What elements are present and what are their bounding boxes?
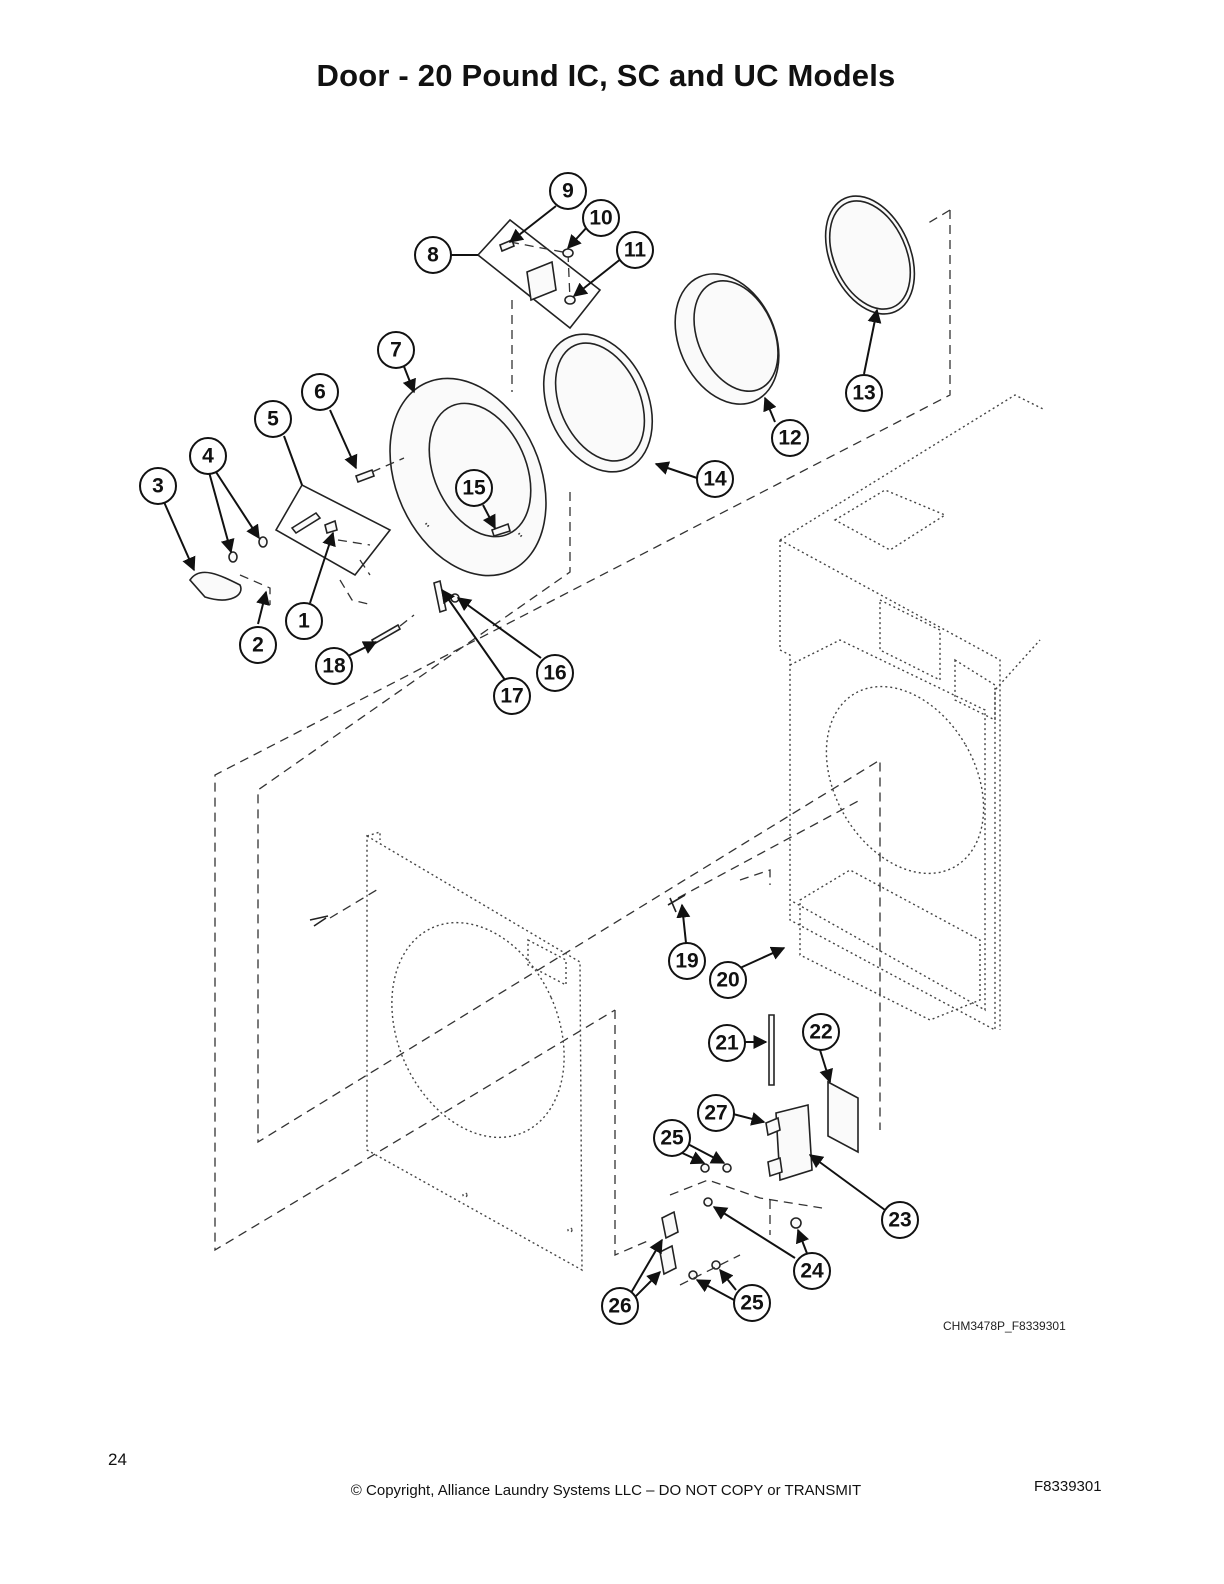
callout-12: 12 — [771, 419, 809, 457]
callout-26: 26 — [601, 1287, 639, 1325]
callout-15: 15 — [455, 469, 493, 507]
callout-label: 12 — [778, 427, 801, 450]
machine-cabinet — [667, 394, 1046, 1032]
callout-21: 21 — [708, 1024, 746, 1062]
callout-label: 16 — [543, 662, 566, 685]
door-glass — [674, 273, 780, 405]
callout-label: 15 — [462, 477, 486, 500]
callout-label: 1 — [298, 610, 310, 633]
callout-label: 11 — [624, 239, 647, 262]
callout-27: 27 — [697, 1094, 735, 1132]
door-gasket — [542, 333, 654, 473]
callout-label: 5 — [267, 408, 279, 431]
callout-6: 6 — [301, 373, 339, 411]
callout-label: 14 — [703, 468, 727, 491]
callout-label: 6 — [314, 381, 326, 404]
callout-label: 8 — [427, 244, 439, 267]
front-panel — [309, 831, 583, 1272]
callout-8: 8 — [414, 236, 452, 274]
callout-label: 22 — [809, 1021, 832, 1044]
drawing-code: CHM3478P_F8339301 — [943, 1319, 1066, 1333]
callout-label: 2 — [252, 634, 264, 657]
callout-22: 22 — [802, 1013, 840, 1051]
callout-label: 18 — [322, 655, 346, 678]
callout-11: 11 — [616, 231, 654, 269]
leader-lines — [163, 205, 886, 1301]
hinge-bracket-box — [476, 218, 602, 330]
callout-label: 19 — [675, 950, 698, 973]
callout-label: 27 — [704, 1102, 727, 1125]
callout-label: 7 — [390, 339, 402, 362]
callout-10: 10 — [582, 199, 620, 237]
callout-17: 17 — [493, 677, 531, 715]
callout-1: 1 — [285, 602, 323, 640]
callout-label: 10 — [589, 207, 612, 230]
page-number: 24 — [108, 1450, 127, 1469]
callout-19: 19 — [668, 942, 706, 980]
callout-label: 25 — [660, 1127, 684, 1150]
callout-25: 25 — [733, 1284, 771, 1322]
callout-label: 25 — [740, 1292, 764, 1315]
callout-label: 4 — [202, 445, 214, 468]
callout-label: 26 — [608, 1295, 631, 1318]
retaining-ring — [824, 195, 916, 315]
callout-24: 24 — [793, 1252, 831, 1290]
assembly-outline — [214, 209, 951, 1256]
callout-9: 9 — [549, 172, 587, 210]
callout-label: 24 — [800, 1260, 824, 1283]
callout-25: 25 — [653, 1119, 691, 1157]
callout-label: 9 — [562, 180, 574, 203]
lock-assembly — [659, 1014, 859, 1286]
callout-13: 13 — [845, 374, 883, 412]
page-title: Door - 20 Pound IC, SC and UC Models — [316, 58, 896, 93]
callout-7: 7 — [377, 331, 415, 369]
callout-label: 17 — [500, 685, 523, 708]
document-code: F8339301 — [1034, 1478, 1102, 1495]
callout-2: 2 — [239, 626, 277, 664]
callout-label: 20 — [716, 969, 739, 992]
callout-label: 21 — [715, 1032, 739, 1055]
callout-label: 3 — [152, 475, 164, 498]
callout-label: 13 — [852, 382, 875, 405]
copyright-notice: © Copyright, Alliance Laundry Systems LL… — [350, 1482, 862, 1499]
callout-23: 23 — [881, 1201, 919, 1239]
handle-assembly — [188, 483, 392, 605]
callout-20: 20 — [709, 961, 747, 999]
callout-label: 23 — [888, 1209, 911, 1232]
callout-3: 3 — [139, 467, 177, 505]
callout-16: 16 — [536, 654, 574, 692]
callout-4: 4 — [189, 437, 227, 475]
callout-5: 5 — [254, 400, 292, 438]
callout-14: 14 — [696, 460, 734, 498]
callout-18: 18 — [315, 647, 353, 685]
